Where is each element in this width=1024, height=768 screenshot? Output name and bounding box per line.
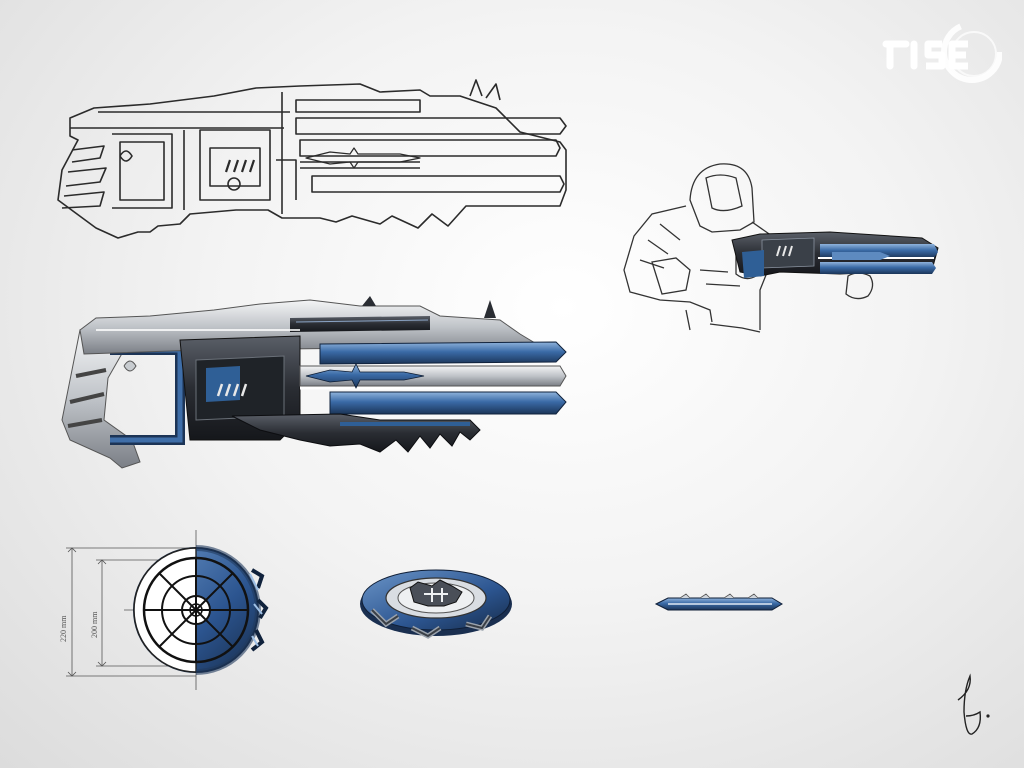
outer-dimension-label: 220 mm (59, 615, 68, 642)
inner-dimension-label: 200 mm (90, 611, 99, 638)
rise-logo: rise (882, 21, 1002, 83)
